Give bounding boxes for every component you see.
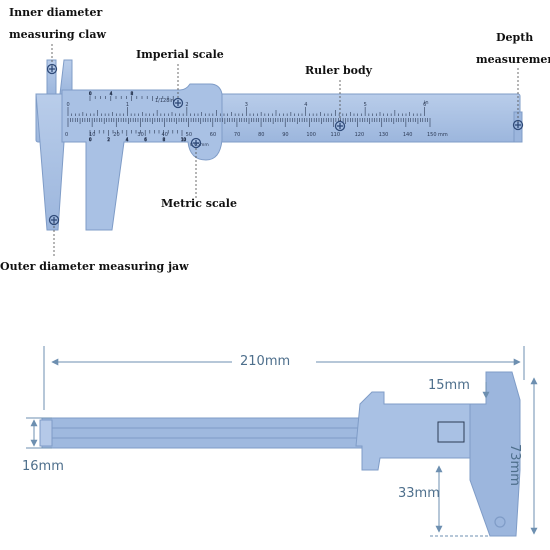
main-scale-ticks: [67, 107, 431, 127]
metric-number: 20: [113, 132, 119, 138]
metric-number: 120: [355, 132, 365, 138]
metric-number: 70: [234, 132, 240, 138]
marker-metric: [190, 137, 202, 149]
metric-number: 90: [282, 132, 288, 138]
label-depth-2: measurement: [476, 53, 550, 66]
label-inner-diameter-2: measuring claw: [9, 28, 106, 41]
side-jaw: [469, 371, 521, 537]
dimension-lines: [26, 346, 538, 537]
label-inner-diameter-1: Inner diameter: [9, 6, 103, 19]
metric-number: 40: [162, 132, 168, 138]
vernier-bottom-number: 8: [163, 137, 166, 142]
label-ruler-body: Ruler body: [305, 64, 373, 77]
metric-number: 130: [379, 132, 389, 138]
label-outer-diameter: Outer diameter measuring jaw: [0, 260, 189, 273]
imperial-numbers: 0 1 2 3 4 5 6: [67, 102, 427, 108]
vernier-bottom-number: 6: [144, 137, 147, 142]
imperial-number: 1: [126, 102, 129, 108]
vernier-bottom-number: 10: [181, 137, 187, 142]
metric-number: 50: [186, 132, 192, 138]
movable-inner-claw: [59, 59, 73, 95]
marker-inner-claw: [46, 63, 58, 75]
fixed-outer-jaw: [35, 93, 65, 231]
imperial-number: 0: [67, 102, 70, 108]
bottom-caliper: [26, 346, 538, 537]
callout-lines: [51, 44, 519, 258]
metric-number: 110: [330, 132, 340, 138]
metric-number: 80: [258, 132, 264, 138]
imperial-number: 3: [245, 102, 248, 108]
marker-depth: [512, 119, 524, 131]
metric-number: 30: [137, 132, 143, 138]
vernier-top-number: 0: [89, 91, 92, 96]
metric-numbers: 0 10 20 30 40 50 60 70 80 90 100 110 120 130 140 150: [65, 132, 437, 138]
dimension-length: 210mm: [240, 354, 291, 369]
side-slider: [355, 391, 491, 471]
vernier-bottom-number: 2: [107, 137, 110, 142]
imperial-number: 2: [185, 102, 188, 108]
marker-outer-jaw: [48, 214, 60, 226]
metric-number: 10: [89, 132, 95, 138]
metric-number: 0: [65, 132, 68, 138]
vernier-metric-note: 0.05mm: [190, 142, 209, 148]
vernier-bottom-number: 4: [126, 137, 129, 142]
callout-markers: [46, 63, 524, 226]
dimension-body-width: 16mm: [22, 459, 64, 474]
metric-number: 140: [403, 132, 413, 138]
imperial-number: 5: [364, 102, 367, 108]
metric-number: 100: [306, 132, 316, 138]
label-imperial-scale: Imperial scale: [136, 48, 224, 61]
vernier-top-number: 4: [110, 91, 113, 96]
label-metric-scale: Metric scale: [161, 197, 237, 210]
vernier-bottom-number: 0: [89, 137, 92, 142]
imperial-unit: in: [424, 100, 429, 106]
vernier-ticks: 0 4 8 0 2 4 6 8 10: [89, 91, 187, 143]
vernier-imperial-note: 1/128in: [155, 98, 174, 104]
dimension-height: 73mm: [507, 444, 522, 486]
marker-imperial: [172, 97, 184, 109]
vernier-top-number: 8: [131, 91, 134, 96]
metric-unit: mm: [438, 132, 448, 138]
imperial-number: 6: [423, 102, 426, 108]
marker-ruler: [334, 120, 346, 132]
imperial-number: 4: [304, 102, 307, 108]
metric-number: 150: [427, 132, 437, 138]
dimension-outer-jaw: 33mm: [398, 486, 440, 501]
dimension-inner-jaw: 15mm: [428, 378, 470, 393]
metric-number: 60: [210, 132, 216, 138]
label-depth-1: Depth: [496, 31, 534, 44]
